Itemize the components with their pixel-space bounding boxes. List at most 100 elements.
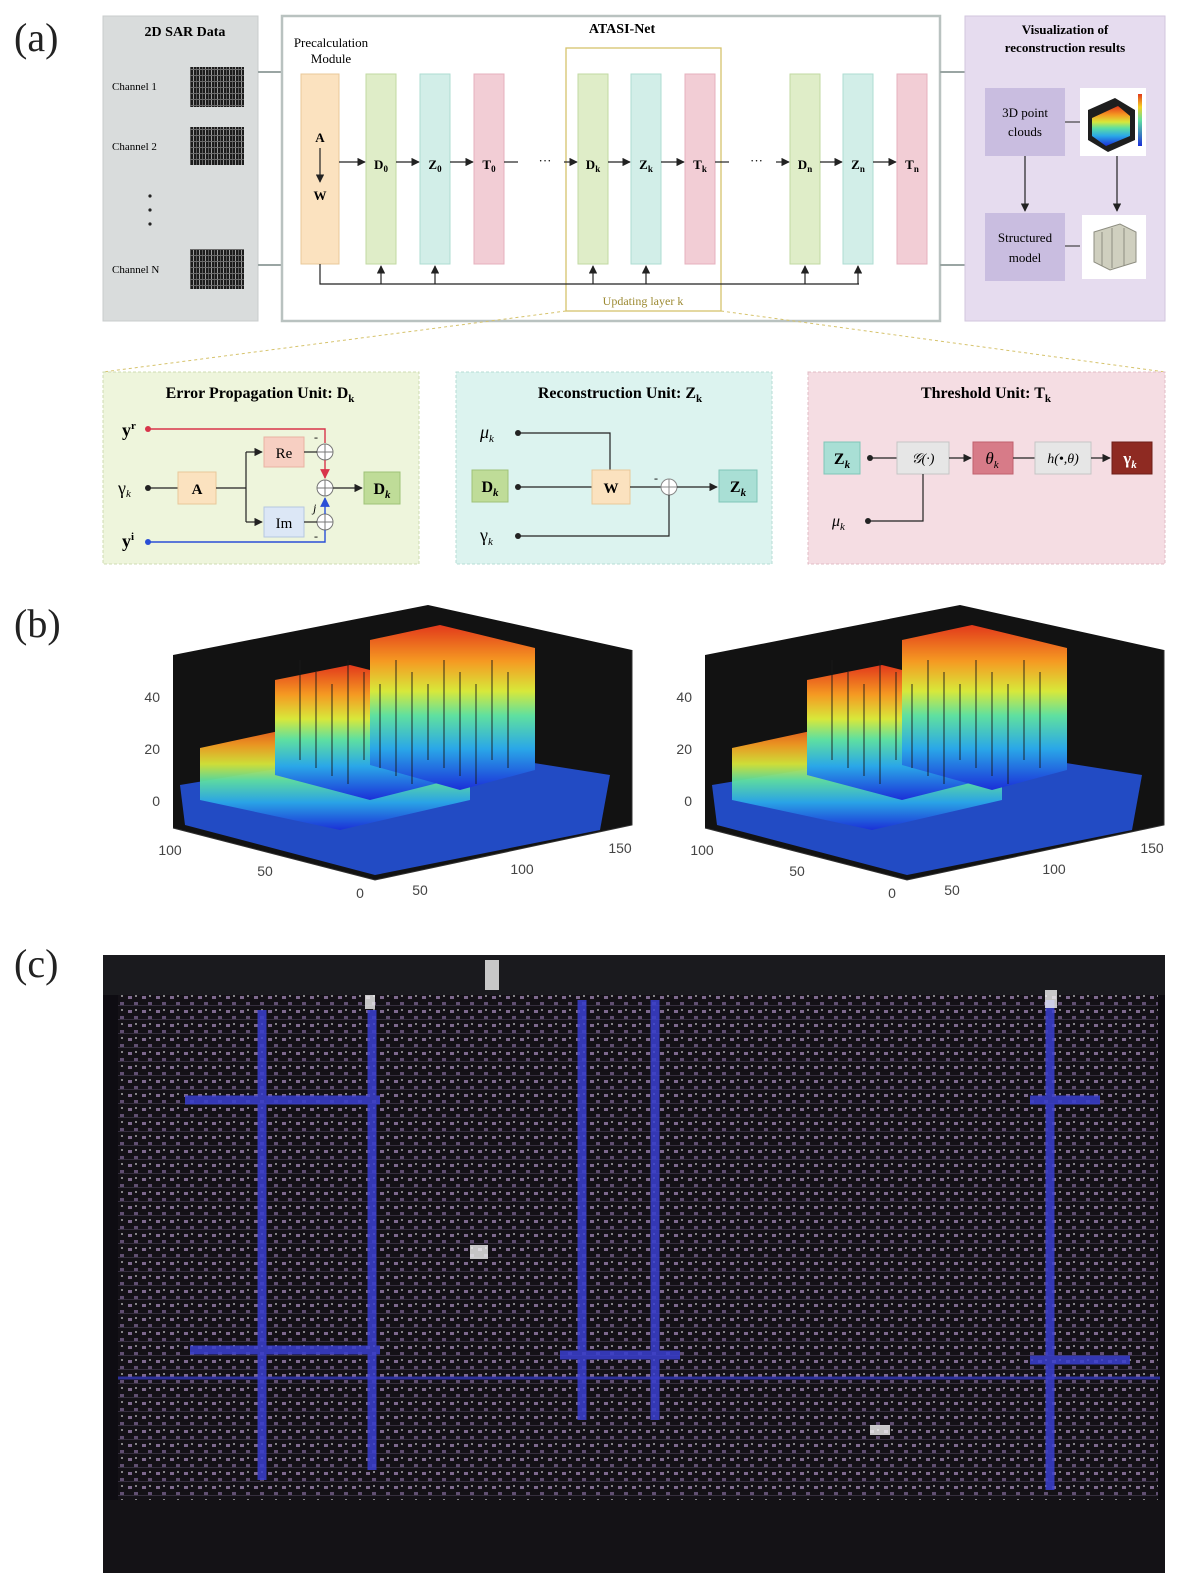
svg-text:yr: yr (122, 420, 136, 440)
net-block-d-0 (365, 73, 397, 265)
svg-text:γk: γk (1122, 449, 1137, 471)
svg-text:μk: μk (479, 422, 495, 445)
tall-building-points (902, 625, 1067, 790)
thresh-z-sub: k (845, 459, 851, 471)
im-box-label: Im (276, 516, 293, 532)
net-title: ATASI-Net (589, 22, 656, 37)
svg-text:Zk: Zk (730, 479, 747, 499)
error-unit-title: Error Propagation Unit: D (166, 385, 349, 402)
svg-text:μk: μk (831, 513, 846, 533)
layer-ellipsis: ··· (539, 153, 552, 168)
gamma-label: γ (117, 478, 126, 498)
structured-model-label-1: Structured (998, 230, 1053, 245)
structured-model-label-2: model (1009, 250, 1042, 265)
z-tick-label: 20 (676, 741, 692, 757)
channel-2-image (190, 127, 244, 165)
h-function-box (1034, 441, 1092, 475)
yi-sup: i (131, 531, 134, 543)
thresh-z-box (823, 441, 861, 475)
net-block-t-n (896, 73, 928, 265)
svg-text:Zk: Zk (834, 451, 851, 471)
recon-d-sub: k (493, 487, 499, 499)
recon-minus: - (654, 471, 658, 485)
net-block-label: Z0 (428, 157, 442, 174)
x-tick-label: 100 (158, 842, 182, 858)
thresh-unit-title: Threshold Unit: T (921, 385, 1045, 402)
recon-gamma-label: γ (479, 525, 488, 545)
recon-mu-sub: k (489, 433, 495, 445)
thresh-mu-sub: k (840, 521, 846, 533)
net-block-z-0 (419, 73, 451, 265)
recon-d-label: D (481, 479, 493, 496)
y-tick-label: 100 (510, 861, 534, 877)
gamma-sub: k (126, 488, 132, 500)
channel-label-1: Channel 1 (112, 81, 157, 93)
net-block-label: Tk (693, 157, 707, 174)
point-cloud-label-2: clouds (1008, 124, 1042, 139)
thresh-z-label: Z (834, 451, 845, 468)
panel-label-a: (a) (14, 15, 59, 60)
svg-text:Reconstruction Unit: Zk: Reconstruction Unit: Zk (538, 385, 703, 405)
svg-text:Dk: Dk (481, 479, 499, 499)
theta-sub: k (994, 459, 1000, 471)
recon-unit-title: Reconstruction Unit: Z (538, 385, 696, 402)
w-box-label: W (604, 481, 619, 497)
im-box (263, 506, 305, 538)
recon-gamma-sub: k (488, 536, 494, 548)
sar-data-panel: 2D SAR Data Channel 1 Channel 2 Channel … (102, 15, 259, 322)
net-block-d-k (577, 73, 609, 265)
yr-label: y (122, 420, 131, 440)
channel-n-image (190, 249, 244, 289)
yr-sup: r (131, 420, 136, 432)
net-block-t-0 (473, 73, 505, 265)
point-cloud-label-1: 3D point (1002, 105, 1048, 120)
x-tick-label: 0 (888, 885, 896, 901)
net-block-t-k (684, 73, 716, 265)
vis-title-1: Visualization of (1022, 22, 1109, 37)
gamma-out-box (1111, 441, 1153, 475)
svg-text:Dk: Dk (373, 481, 391, 501)
y-tick-label: 100 (1042, 861, 1066, 877)
recon-mu-label: μ (479, 422, 489, 442)
threshold-unit: Threshold Unit: Tk Zk 𝒢(·) θk h(•,θ) γk … (807, 371, 1166, 565)
x-tick-label: 0 (356, 885, 364, 901)
error-unit-title-sub: k (348, 393, 355, 405)
panel-label-c: (c) (14, 941, 59, 986)
z-tick-label: 40 (676, 689, 692, 705)
net-block-d-n (789, 73, 821, 265)
updating-layer-frame (565, 47, 722, 312)
svg-text:γk: γk (117, 478, 132, 500)
a-box-label: A (192, 482, 203, 498)
channel-ellipsis (148, 194, 152, 198)
x-tick-label: 50 (257, 863, 273, 879)
net-block-label: Dk (586, 157, 600, 174)
reconstruction-unit: Reconstruction Unit: Zk μk Dk W - Zk γk (455, 371, 773, 565)
net-block-z-n (842, 73, 874, 265)
recon-unit-title-sub: k (696, 393, 703, 405)
minus-re: - (314, 430, 318, 444)
x-tick-label: 50 (789, 863, 805, 879)
y-tick-label: 150 (608, 840, 632, 856)
precalc-label-1: Precalculation (294, 35, 369, 50)
z-tick-label: 40 (144, 689, 160, 705)
d-out-sub: k (385, 489, 391, 501)
layer-ellipsis: ··· (750, 153, 763, 168)
precalc-w: W (314, 188, 327, 203)
j-label: j (311, 501, 317, 515)
minus-im: - (314, 529, 318, 543)
yi-line (148, 530, 326, 543)
recon-z-box (718, 469, 758, 503)
g-function-label: 𝒢(·) (912, 452, 935, 467)
y-tick-label: 50 (412, 882, 428, 898)
z-tick-label: 0 (684, 793, 692, 809)
thresh-mu-label: μ (831, 513, 840, 530)
net-block-label: Zn (851, 157, 865, 174)
gamma-out-label: γ (1122, 449, 1131, 468)
channel-1-image (190, 67, 244, 107)
d-out-label: D (373, 481, 385, 498)
d-out-box (363, 471, 401, 505)
point-cloud-box (985, 88, 1065, 156)
